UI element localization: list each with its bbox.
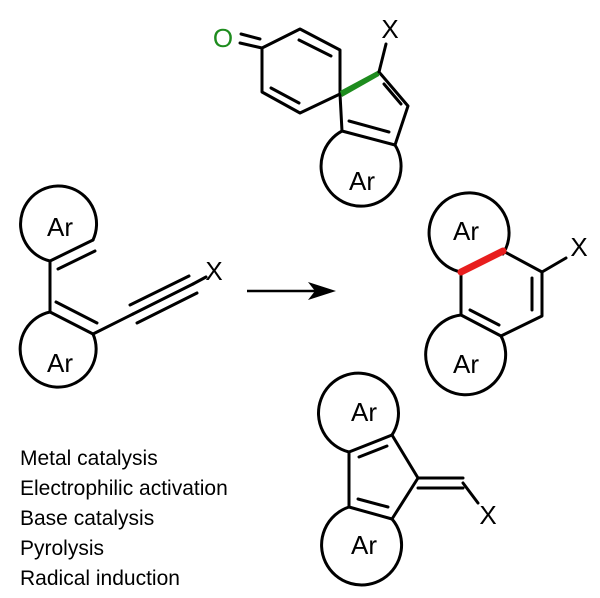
starting-upper-aryl-ring xyxy=(19,184,99,263)
benzene-inner-bond-lower xyxy=(468,308,501,327)
fulvene-x-bond xyxy=(461,481,480,505)
fulvene-lower-ar-label: Ar xyxy=(351,530,377,560)
triple-bond-lower xyxy=(135,291,199,325)
triple-bond-center xyxy=(131,282,195,316)
starting-upper-ar-label: Ar xyxy=(47,212,73,242)
carbonyl-bond xyxy=(238,41,264,50)
fulvene-inner-bond-bottom xyxy=(356,497,390,509)
spiro-aryl-ring xyxy=(319,129,403,208)
upper-ring-double-bond xyxy=(48,238,95,263)
starting-lower-aryl-ring xyxy=(18,310,98,389)
benzene-bold-bond xyxy=(457,247,507,276)
pentadiene-inner-bond-right xyxy=(382,82,403,106)
starting-enyne: Ar Ar X xyxy=(18,184,223,389)
spiro-x-label: X xyxy=(381,14,398,44)
upper-ring-double-bond-inner xyxy=(56,249,97,271)
lower-ring-double-bond xyxy=(48,310,95,336)
triple-bond-upper xyxy=(128,274,191,307)
benzo-lower-ar-label: Ar xyxy=(453,349,479,379)
benzo-lower-aryl-ring xyxy=(424,313,508,397)
cyclopentadiene-ring xyxy=(338,70,410,147)
dienone-inner-bond-top xyxy=(297,38,333,58)
fulvene-product: Ar Ar X xyxy=(317,371,497,587)
benzo-upper-ar-label: Ar xyxy=(453,216,479,246)
alkyne-linker-bond xyxy=(91,312,135,336)
carbonyl-bond-inner xyxy=(239,32,262,41)
condition-item: Radical induction xyxy=(20,567,180,590)
fulvene-lower-aryl-ring xyxy=(320,505,404,587)
lower-ring-double-bond-inner xyxy=(54,300,99,325)
spiro-x-bond xyxy=(377,42,388,74)
spiro-ar-label: Ar xyxy=(349,166,375,196)
benzo-x-label: X xyxy=(570,232,587,262)
dienone-inner-bond-bottom xyxy=(269,86,301,105)
oxygen-label: O xyxy=(213,23,233,53)
fulvene-upper-aryl-ring xyxy=(317,371,400,454)
benzo-x-bond xyxy=(540,256,568,274)
fulvene-ring xyxy=(347,433,420,521)
reaction-arrow xyxy=(247,282,336,300)
condition-item: Electrophilic activation xyxy=(20,477,228,500)
condition-item: Pyrolysis xyxy=(20,537,104,560)
spiro-wedge-bond xyxy=(340,69,381,97)
fulvene-x-label: X xyxy=(479,500,496,530)
fulvene-upper-ar-label: Ar xyxy=(351,397,377,427)
condition-item: Base catalysis xyxy=(20,507,154,530)
benzo-upper-aryl-ring xyxy=(427,191,511,274)
starting-lower-ar-label: Ar xyxy=(47,348,73,378)
benzannulated-product: Ar Ar X xyxy=(424,191,588,397)
spiro-product: Ar O X xyxy=(213,14,410,208)
starting-x-label: X xyxy=(205,256,222,286)
alkyne-x-bond xyxy=(191,275,208,286)
condition-item: Metal catalysis xyxy=(20,447,158,470)
pentadiene-inner-bond-bottom xyxy=(347,119,391,134)
fulvene-inner-bond-left xyxy=(357,444,389,459)
conditions-list: Metal catalysis Electrophilic activation… xyxy=(20,447,228,590)
